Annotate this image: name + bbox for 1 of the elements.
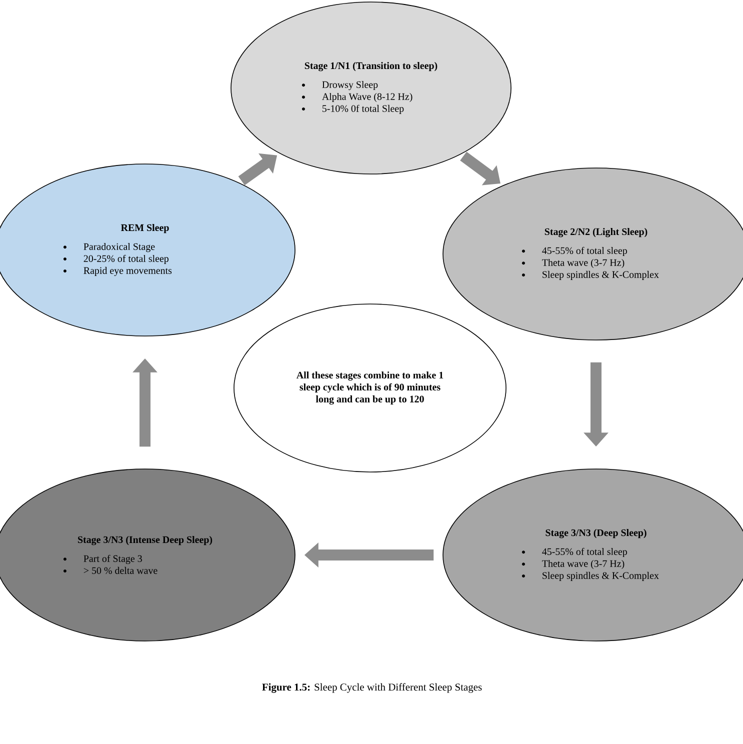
figure-caption: Figure 1.5: Sleep Cycle with Different Sleep Stages: [262, 683, 482, 693]
